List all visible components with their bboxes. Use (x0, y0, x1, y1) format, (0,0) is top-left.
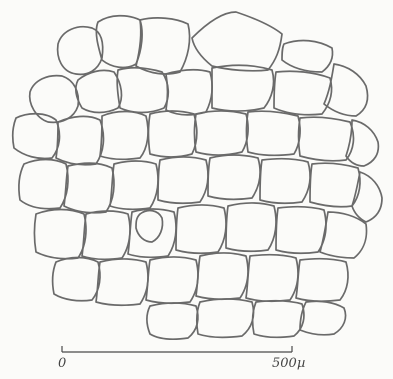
cell (128, 209, 176, 257)
cell (247, 111, 301, 155)
cell (64, 163, 114, 213)
cell (176, 205, 226, 253)
cell (147, 303, 198, 339)
scale-bar-start-label: 0 (58, 356, 66, 371)
cell (166, 70, 212, 115)
cell (195, 111, 249, 155)
scale-bar-end-label: 500µ (272, 356, 305, 371)
cell (35, 210, 87, 259)
cell (299, 117, 354, 161)
cell (100, 112, 148, 160)
cell (30, 76, 79, 123)
cell (158, 157, 208, 203)
cell (246, 255, 298, 302)
cell (310, 163, 360, 207)
cell (212, 65, 274, 111)
cell (136, 18, 190, 74)
cell (192, 12, 282, 71)
cell (13, 114, 60, 159)
cell (53, 258, 100, 301)
cell (82, 211, 130, 259)
scale-bar (62, 346, 292, 352)
cell (96, 16, 142, 68)
cell (96, 259, 148, 305)
cell (136, 211, 163, 242)
cell (253, 301, 304, 338)
cell (274, 71, 332, 115)
cell (146, 257, 198, 303)
cell (226, 203, 276, 251)
cell (196, 253, 248, 299)
cell (197, 299, 254, 337)
cell (296, 259, 348, 302)
cell (110, 161, 158, 209)
cell (149, 111, 197, 157)
cell (208, 155, 260, 199)
cell (76, 70, 122, 112)
cell (260, 159, 310, 204)
cell (300, 301, 346, 335)
cell (346, 120, 378, 166)
cell (19, 160, 68, 209)
cell (320, 212, 367, 258)
cell-network (13, 12, 382, 339)
cell (56, 116, 103, 164)
cell (324, 64, 368, 116)
cell (276, 207, 326, 254)
cell (282, 41, 333, 72)
